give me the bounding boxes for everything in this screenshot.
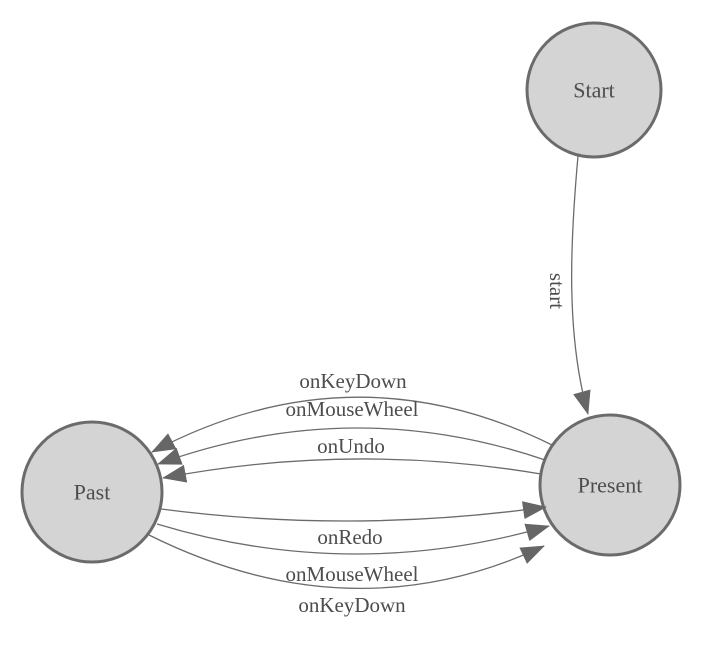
- edge-present-to-past-onundo: [162, 458, 542, 483]
- node-present-label: Present: [578, 473, 643, 498]
- edge-past-to-present-onmousewheel: [156, 523, 550, 555]
- edge-label-onundo: onUndo: [317, 434, 385, 458]
- edge-label-onkeydown-top: onKeyDown: [299, 369, 407, 393]
- edge-past-to-present-onredo: [160, 501, 547, 522]
- edge-label-onmousewheel-top: onMouseWheel: [286, 397, 419, 421]
- edge-start-to-present: [571, 155, 591, 415]
- node-labels: Start Present Past: [74, 78, 643, 505]
- edge-past-to-present-onkeydown: [148, 534, 545, 590]
- node-start-label: Start: [573, 78, 615, 103]
- node-present-circle[interactable]: [538, 413, 682, 557]
- edge-label-start: start: [545, 273, 569, 309]
- node-past-label: Past: [74, 480, 111, 505]
- node-start-circle[interactable]: [525, 21, 663, 159]
- edge-label-onmousewheel-bottom: onMouseWheel: [286, 562, 419, 586]
- edges: [148, 155, 591, 590]
- node-start[interactable]: [525, 21, 663, 159]
- edge-labels: start onKeyDown onMouseWheel onUndo onRe…: [286, 273, 569, 617]
- node-past[interactable]: [20, 420, 164, 564]
- node-present[interactable]: [538, 413, 682, 557]
- edge-present-to-past-onmousewheel: [157, 427, 546, 465]
- edge-label-onkeydown-bottom: onKeyDown: [298, 593, 406, 617]
- edge-label-onredo: onRedo: [317, 525, 382, 549]
- edge-present-to-past-onkeydown: [151, 396, 553, 453]
- node-past-circle[interactable]: [20, 420, 164, 564]
